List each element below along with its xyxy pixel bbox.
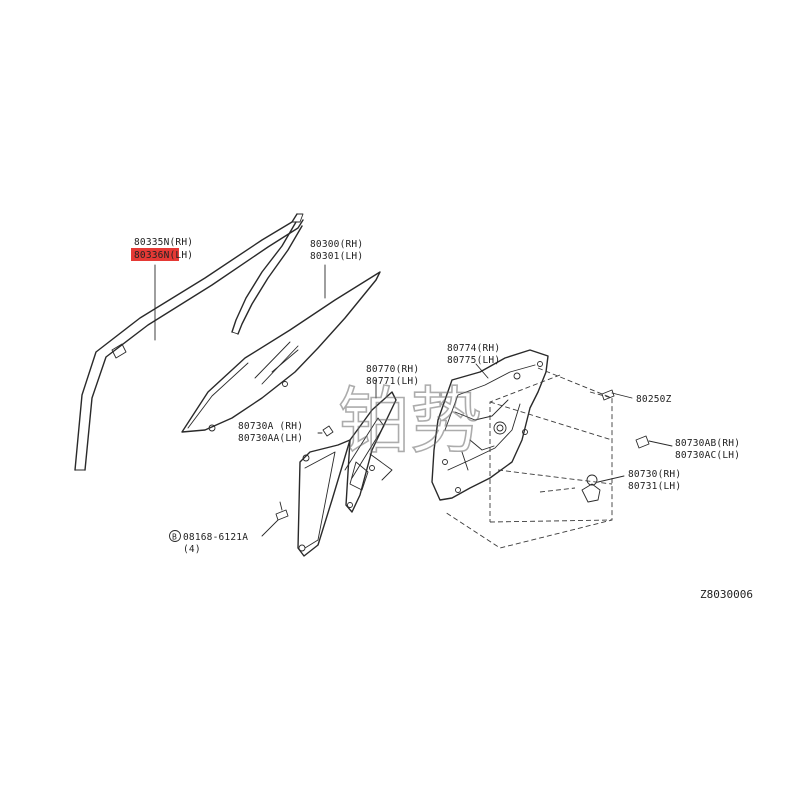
regulator-panel xyxy=(431,349,549,501)
label-80770: 80770(RH) xyxy=(366,364,419,375)
clip-80730a xyxy=(317,425,334,437)
screw-80250z xyxy=(601,389,633,401)
label-80730aa: 80730AA(LH) xyxy=(238,433,303,444)
window-regulator xyxy=(297,391,397,557)
label-80730a: 80730A (RH) xyxy=(238,421,303,432)
clip-80730ab xyxy=(635,435,673,449)
label-80300: 80300(RH) xyxy=(310,239,363,250)
label-80731: 80731(LH) xyxy=(628,481,681,492)
bolt-callout: B 08168-6121A (4) xyxy=(169,530,248,555)
label-80301: 80301(LH) xyxy=(310,251,363,262)
label-80250z: 80250Z xyxy=(636,394,672,405)
bolt-symbol: B xyxy=(172,533,177,542)
label-80775: 80775(LH) xyxy=(447,355,500,366)
stopper-80730 xyxy=(581,474,625,503)
diagram-id: Z8030006 xyxy=(700,588,753,601)
door-glass xyxy=(181,271,381,433)
bolt-08168 xyxy=(261,501,289,537)
label-08168: 08168-6121A xyxy=(183,532,248,543)
label-80336n: 80336N(LH) xyxy=(134,250,193,261)
label-80771: 80771(LH) xyxy=(366,376,419,387)
label-80730: 80730(RH) xyxy=(628,469,681,480)
label-80730ab: 80730AB(RH) xyxy=(675,438,740,449)
label-bolt-qty: (4) xyxy=(183,544,201,555)
label-80730ac: 80730AC(LH) xyxy=(675,450,740,461)
glass-run-channel xyxy=(74,213,304,471)
leader-80774 xyxy=(475,363,489,379)
watermark: 铂势 xyxy=(338,379,482,463)
dashed-assembly-box xyxy=(444,367,613,549)
label-80335n: 80335N(RH) xyxy=(134,237,193,248)
label-highlight xyxy=(131,248,179,261)
label-80774: 80774(RH) xyxy=(447,343,500,354)
